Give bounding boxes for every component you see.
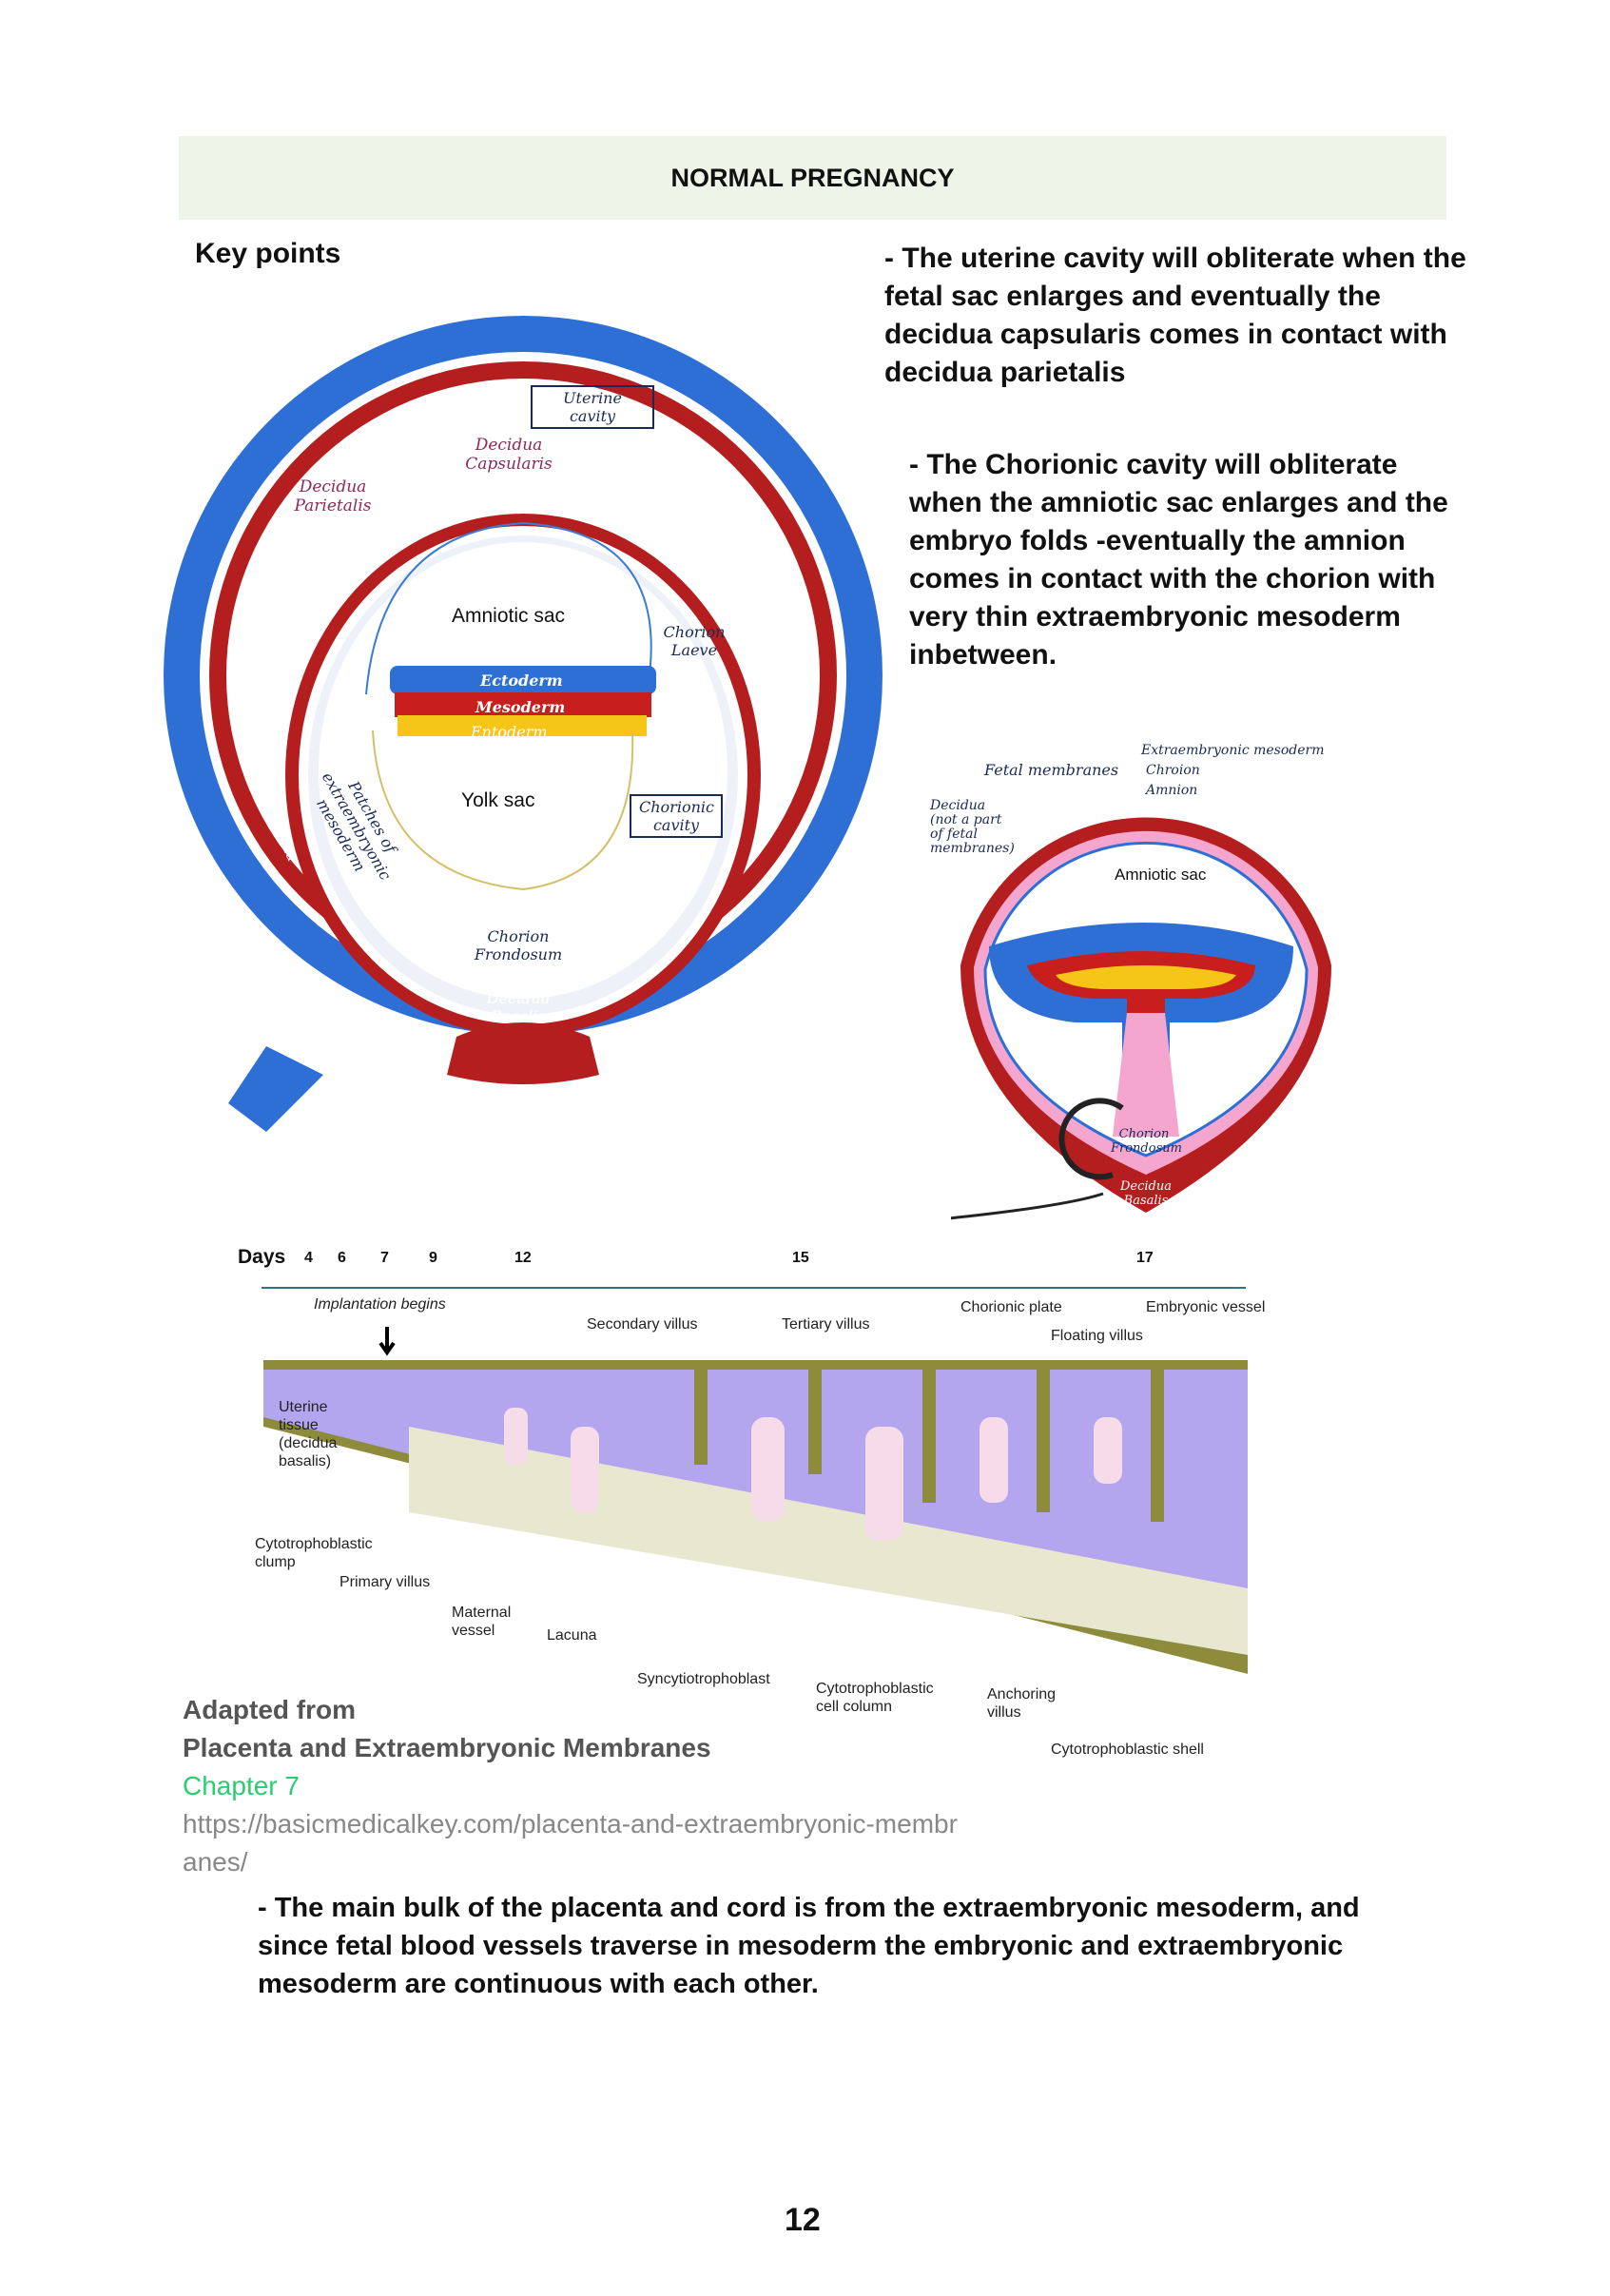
key-point-3: - The main bulk of the placenta and cord… (258, 1893, 1360, 1999)
label-extraembryonic-mesoderm: Extraembryonic mesoderm (1141, 743, 1325, 758)
day-tick: 4 (304, 1250, 313, 1266)
source-url-link[interactable]: https://basicmedicalkey.com/placenta-and… (183, 1809, 958, 1877)
day-tick: 17 (1136, 1250, 1154, 1266)
label-chorionic-plate: Chorionic plate (960, 1299, 1062, 1315)
label-small-chorion-frondosum: Chorion Frondosum (1111, 1127, 1182, 1156)
villi-development-diagram (262, 1287, 1248, 1731)
label-cytotrophoblastic-clump: Cytotrophoblastic clump (255, 1536, 373, 1570)
label-endoderm: Entoderm (471, 723, 548, 741)
source-chapter: Chapter 7 (183, 1771, 300, 1800)
label-chorion-frondosum: Chorion Frondosum (474, 927, 563, 963)
label-fetal-membranes: Fetal membranes (984, 761, 1119, 779)
gestational-sac-diagram (164, 316, 883, 1132)
label-primary-villus: Primary villus (339, 1574, 431, 1590)
key-point-2: - The Chorionic cavity will obliterate w… (909, 449, 1448, 671)
label-amnion: Amnion (1146, 783, 1198, 798)
label-maternal-vessel: Maternal vessel (452, 1605, 512, 1639)
label-anchoring-villus: Anchoring villus (987, 1686, 1057, 1721)
day-tick: 6 (338, 1250, 346, 1266)
label-decidua-note: Decidua (not a part of fetal membranes) (930, 798, 1015, 856)
label-decidua-parietalis: Decidua Parietalis (294, 477, 372, 516)
label-embryonic-vessel: Embryonic vessel (1146, 1299, 1266, 1315)
label-secondary-villus: Secondary villus (587, 1316, 698, 1333)
label-chorionic-cavity: Chorionic cavity (630, 794, 723, 838)
label-mesoderm: Mesoderm (475, 698, 566, 716)
label-chorion-laeve: Chorion Laeve (663, 623, 726, 659)
source-adapted: Adapted from (183, 1695, 356, 1724)
page-title: NORMAL PREGNANCY (670, 163, 955, 192)
source-title: Placenta and Extraembryonic Membranes (183, 1733, 711, 1762)
label-tertiary-villus: Tertiary villus (782, 1316, 870, 1333)
label-uterine-tissue: Uterine tissue (decidua basalis) (279, 1399, 338, 1469)
day-tick: 7 (380, 1250, 389, 1266)
label-decidua-basalis: Decidua Basalis (486, 989, 551, 1025)
label-chorion: Chroion (1146, 763, 1200, 778)
key-point-1: - The uterine cavity will obliterate whe… (884, 243, 1466, 388)
label-cell-column: Cytotrophoblastic cell column (816, 1681, 934, 1715)
page-header: NORMAL PREGNANCY (179, 136, 1446, 220)
label-ectoderm: Ectoderm (480, 671, 563, 690)
fetal-membranes-diagram (951, 817, 1331, 1220)
label-myometrium: Myometrium (437, 295, 537, 313)
label-implantation: Implantation begins (314, 1296, 446, 1313)
label-small-decidua-basalis: Decidua Basalis (1120, 1179, 1172, 1208)
label-amniotic-sac: Amniotic sac (452, 605, 566, 627)
day-tick: 12 (514, 1250, 532, 1266)
day-tick: 9 (429, 1250, 437, 1266)
page-number: 12 (785, 2202, 821, 2238)
label-uterine-cavity: Uterine cavity (531, 385, 654, 429)
label-lacuna: Lacuna (547, 1627, 597, 1644)
label-floating-villus: Floating villus (1051, 1328, 1143, 1344)
days-label: Days (238, 1246, 286, 1268)
label-yolk-sac: Yolk sac (461, 789, 535, 811)
label-syncytiotrophoblast: Syncytiotrophoblast (637, 1671, 770, 1687)
day-tick: 15 (792, 1250, 809, 1266)
key-points-heading: Key points (195, 238, 341, 269)
label-decidua-capsularis: Decidua Capsularis (465, 436, 553, 474)
label-small-amniotic-sac: Amniotic sac (1115, 866, 1207, 884)
label-cytotrophoblastic-shell: Cytotrophoblastic shell (1051, 1741, 1204, 1758)
